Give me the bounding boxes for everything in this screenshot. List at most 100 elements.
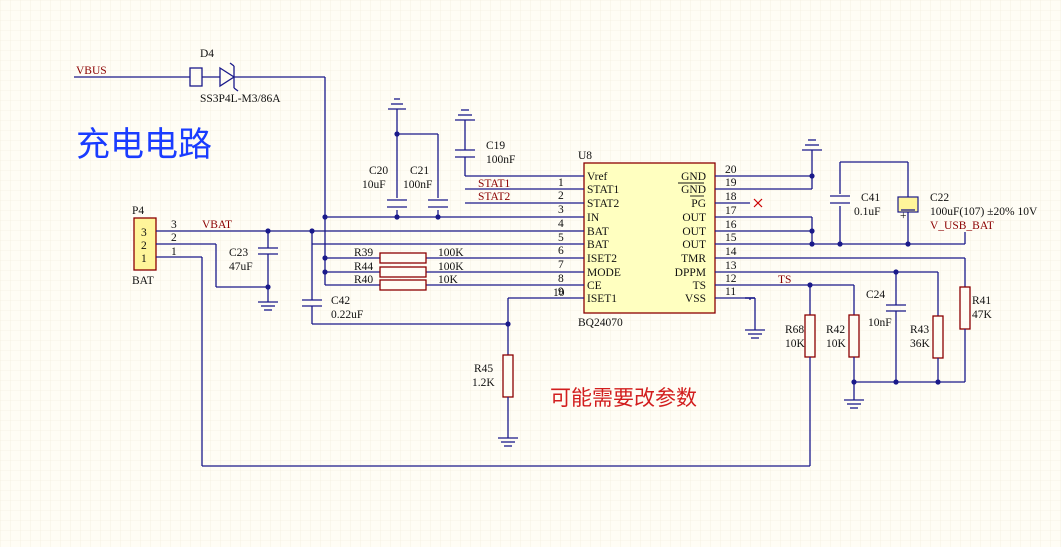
ic-pin-num: 11 bbox=[725, 286, 736, 298]
polarity-plus: + bbox=[900, 210, 907, 222]
resistor-r45[interactable]: R45 1.2K bbox=[472, 354, 514, 438]
junction-dots bbox=[265, 131, 941, 385]
ic-pin-num: 15 bbox=[725, 232, 737, 244]
ic-pin-num: 18 bbox=[725, 191, 737, 203]
resistor-r40[interactable]: R40 10K bbox=[354, 274, 459, 291]
c23-ref: C23 bbox=[229, 247, 248, 259]
ic-u8[interactable]: U8 BQ24070 1 2 3 4 5 6 7 8 9 10 Vref STA… bbox=[550, 150, 750, 329]
ic-pin-num: 9 bbox=[558, 286, 564, 298]
net-label-vbat: VBAT bbox=[202, 219, 232, 231]
connector-pin: 2 bbox=[141, 240, 147, 252]
diode-value: SS3P4L-M3/86A bbox=[200, 93, 281, 105]
r39-value: 100K bbox=[438, 247, 464, 259]
c24-ref: C24 bbox=[866, 289, 885, 301]
ic-pin-num: 19 bbox=[725, 177, 737, 189]
capacitor-c41[interactable]: C41 0.1uF bbox=[829, 192, 881, 218]
capacitor-c42[interactable]: C42 0.22uF bbox=[302, 231, 508, 325]
ic-pin-num: 3 bbox=[558, 204, 564, 216]
c41-ref: C41 bbox=[861, 192, 880, 204]
r40-value: 10K bbox=[438, 274, 459, 286]
ic-pin-num: 7 bbox=[558, 259, 564, 271]
ic-pin-name: BAT bbox=[587, 226, 609, 238]
ic-pin-name: ISET2 bbox=[587, 253, 617, 265]
net-label-stat2: STAT2 bbox=[478, 191, 511, 203]
ic-pin-name: OUT bbox=[682, 239, 706, 251]
ground-symbol bbox=[802, 139, 822, 151]
resistor-r68[interactable]: R68 10K bbox=[785, 314, 816, 466]
ic-pin-num: 12 bbox=[725, 273, 737, 285]
c42-value: 0.22uF bbox=[331, 309, 363, 321]
capacitor-c19[interactable]: C19 100nF bbox=[455, 120, 550, 177]
ground-symbol bbox=[258, 301, 278, 311]
ic-pin-num: 14 bbox=[725, 246, 737, 258]
c19-ref: C19 bbox=[486, 140, 505, 152]
resistor-r43[interactable]: R43 36K bbox=[910, 315, 944, 382]
resistor-r39[interactable]: R39 100K bbox=[354, 247, 464, 264]
r44-ref: R44 bbox=[354, 261, 373, 273]
net-label-stat1: STAT1 bbox=[478, 178, 511, 190]
net-label-ts: TS bbox=[778, 274, 791, 286]
diode-ref: D4 bbox=[200, 48, 214, 60]
ic-pin-num: 6 bbox=[558, 245, 564, 257]
resistor-r42[interactable]: R42 10K bbox=[826, 314, 860, 400]
c20-value: 10uF bbox=[362, 179, 386, 191]
ic-pin-name: DPPM bbox=[675, 267, 706, 279]
parameter-note: 可能需要改参数 bbox=[550, 386, 697, 410]
connector-pin-num: 3 bbox=[171, 219, 177, 231]
ic-pin-name: MODE bbox=[587, 267, 621, 279]
ic-left-pins: 1 2 3 4 5 6 7 8 9 10 Vref STAT1 STAT2 IN… bbox=[550, 171, 621, 305]
r44-value: 100K bbox=[438, 261, 464, 273]
ic-pin-name: GND bbox=[681, 184, 706, 196]
ic-pin-num: 5 bbox=[558, 232, 564, 244]
ic-pin-name: STAT1 bbox=[587, 184, 620, 196]
capacitor-c20[interactable]: C20 10uF bbox=[362, 165, 408, 210]
capacitor-c21[interactable]: C21 100nF bbox=[403, 165, 449, 210]
net-label-v-usb-bat: V_USB_BAT bbox=[930, 220, 994, 232]
ic-pin-num: 16 bbox=[725, 219, 737, 231]
c22-value: 100uF(107) ±20% 10V bbox=[930, 206, 1038, 218]
connector-pin-num: 2 bbox=[171, 232, 177, 244]
ic-pin-num: 8 bbox=[558, 273, 564, 285]
ic-pin-name: CE bbox=[587, 280, 602, 292]
capacitor-c23[interactable]: C23 47uF bbox=[229, 231, 278, 302]
ic-pin-name: VSS bbox=[685, 293, 706, 305]
schematic-title: 充电电路 bbox=[76, 125, 212, 165]
ic-pin-num: 17 bbox=[725, 205, 737, 217]
r43-ref: R43 bbox=[910, 324, 929, 336]
ic-pin-num: 13 bbox=[725, 260, 737, 272]
ic-ref: U8 bbox=[578, 150, 592, 162]
r45-value: 1.2K bbox=[472, 377, 495, 389]
c22-ref: C22 bbox=[930, 192, 949, 204]
ground-symbol bbox=[388, 98, 406, 110]
ic-pin-name: STAT2 bbox=[587, 198, 620, 210]
ic-pin-name: PG bbox=[691, 198, 706, 210]
r41-ref: R41 bbox=[972, 295, 991, 307]
resistor-r44[interactable]: R44 100K bbox=[354, 261, 464, 278]
ic-pin-name: GND bbox=[681, 171, 706, 183]
c23-value: 47uF bbox=[229, 261, 253, 273]
ic-pin-num: 20 bbox=[725, 164, 737, 176]
c21-value: 100nF bbox=[403, 179, 432, 191]
c21-ref: C21 bbox=[410, 165, 429, 177]
diode-d4[interactable]: D4 SS3P4L-M3/86A bbox=[189, 48, 325, 105]
r43-value: 36K bbox=[910, 338, 931, 350]
connector-pin: 3 bbox=[141, 227, 147, 239]
capacitor-c22[interactable]: + C22 100uF(107) ±20% 10V bbox=[897, 192, 1038, 222]
r39-ref: R39 bbox=[354, 247, 373, 259]
ground-symbol bbox=[745, 329, 765, 339]
c24-value: 10nF bbox=[868, 317, 892, 329]
c20-ref: C20 bbox=[369, 165, 388, 177]
ic-pin-num: 1 bbox=[558, 177, 564, 189]
r68-value: 10K bbox=[785, 338, 806, 350]
net-label-vbus: VBUS bbox=[76, 65, 107, 77]
r68-ref: R68 bbox=[785, 324, 804, 336]
resistor-r41[interactable]: R41 47K bbox=[959, 286, 993, 382]
ic-pin-name: Vref bbox=[587, 171, 608, 183]
ic-pin-name: TMR bbox=[681, 253, 706, 265]
r45-ref: R45 bbox=[474, 363, 493, 375]
capacitor-c24[interactable]: C24 10nF bbox=[866, 272, 906, 382]
ic-pin-name: TS bbox=[693, 280, 706, 292]
connector-pin: 1 bbox=[141, 253, 147, 265]
r42-ref: R42 bbox=[826, 324, 845, 336]
